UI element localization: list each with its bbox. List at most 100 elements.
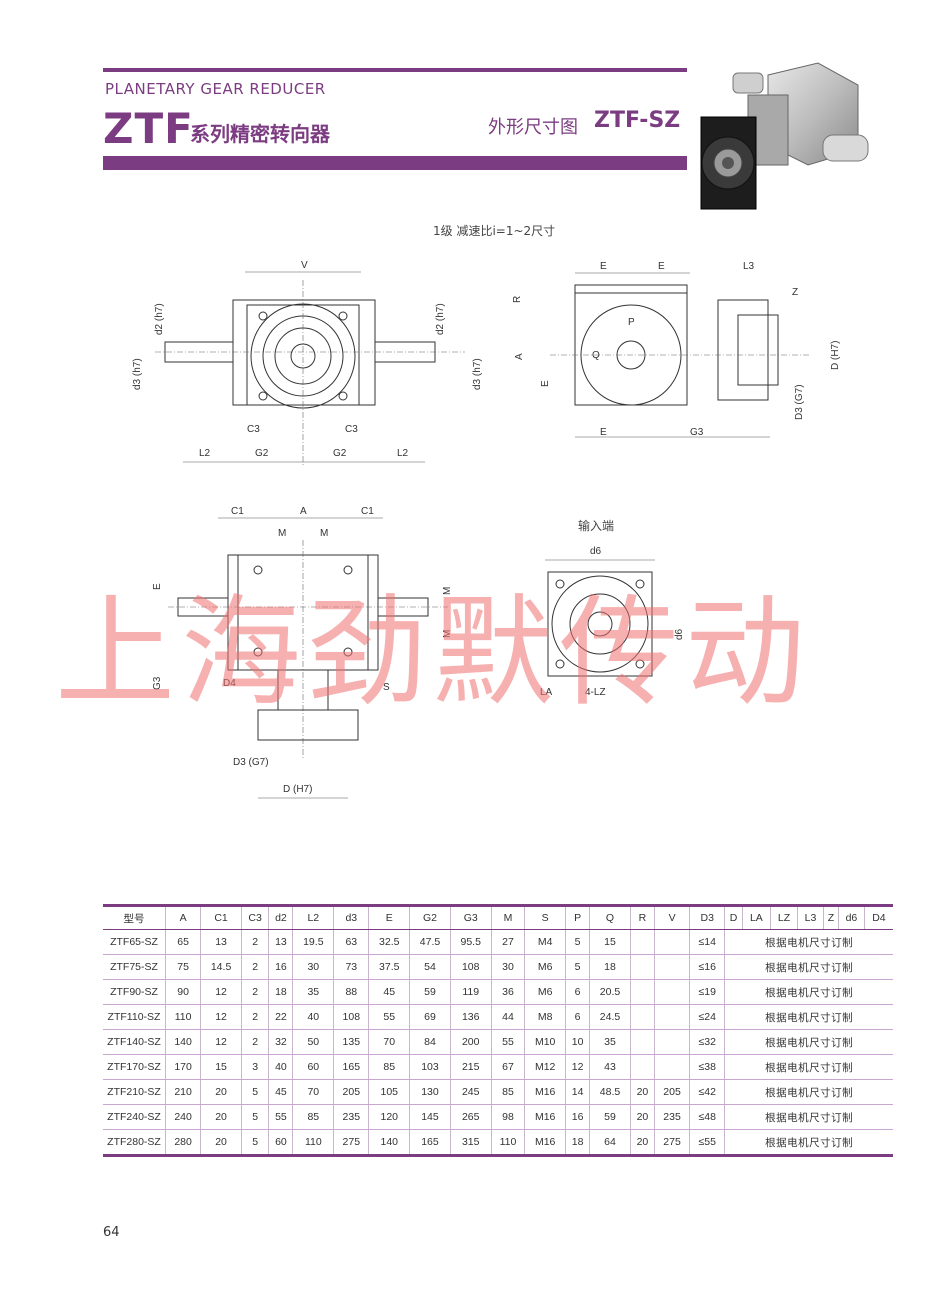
table-cell: 60 xyxy=(268,1129,293,1157)
svg-text:A: A xyxy=(300,506,307,517)
table-cell: 2 xyxy=(240,979,269,1005)
table-cell xyxy=(629,979,655,1005)
table-cell: 75 xyxy=(164,954,201,980)
table-cell: 90 xyxy=(164,979,201,1005)
table-cell: 235 xyxy=(333,1104,369,1130)
table-header-cell: A xyxy=(164,904,201,930)
table-cell: M6 xyxy=(524,979,566,1005)
table-header-cell: 型号 xyxy=(103,904,166,930)
series-chinese-title: 系列精密转向器 xyxy=(190,122,330,146)
table-cell: 14 xyxy=(565,1079,590,1105)
svg-text:D (H7): D (H7) xyxy=(283,784,312,795)
custom-size-note: 根据电机尺寸订制 xyxy=(724,1004,893,1030)
table-cell: 15 xyxy=(200,1054,242,1080)
table-cell: ZTF90-SZ xyxy=(103,979,166,1005)
table-cell: 36 xyxy=(490,979,525,1005)
svg-text:E: E xyxy=(540,380,551,387)
custom-size-note: 根据电机尺寸订制 xyxy=(724,979,893,1005)
table-cell: 10 xyxy=(565,1029,590,1055)
table-cell: M16 xyxy=(524,1104,566,1130)
table-cell: 85 xyxy=(368,1054,410,1080)
svg-text:4-LZ: 4-LZ xyxy=(585,687,606,698)
table-cell: ZTF170-SZ xyxy=(103,1054,166,1080)
table-cell xyxy=(629,954,655,980)
ratio-caption: 1级 减速比i=1~2尺寸 xyxy=(433,224,556,238)
svg-text:LA: LA xyxy=(540,687,553,698)
table-cell: 165 xyxy=(333,1054,369,1080)
table-cell: 170 xyxy=(164,1054,201,1080)
table-cell: 32 xyxy=(268,1029,293,1055)
table-cell: 205 xyxy=(653,1079,690,1105)
table-cell xyxy=(629,1054,655,1080)
table-cell: 5 xyxy=(240,1104,269,1130)
table-header-cell: Z xyxy=(822,904,839,930)
table-cell: 88 xyxy=(333,979,369,1005)
table-cell: 22 xyxy=(268,1004,293,1030)
table-cell: 13 xyxy=(268,929,293,955)
page-number: 64 xyxy=(103,1225,120,1240)
svg-text:Q: Q xyxy=(592,350,600,361)
table-cell: 50 xyxy=(292,1029,334,1055)
table-cell: 95.5 xyxy=(449,929,492,955)
table-cell: 13 xyxy=(200,929,242,955)
custom-size-note: 根据电机尺寸订制 xyxy=(724,1079,893,1105)
table-cell: 280 xyxy=(164,1129,201,1157)
table-cell: M8 xyxy=(524,1004,566,1030)
table-cell: 30 xyxy=(490,954,525,980)
table-header-cell: LA xyxy=(741,904,771,930)
table-cell: 110 xyxy=(164,1004,201,1030)
svg-text:C3: C3 xyxy=(247,424,260,435)
table-cell: 12 xyxy=(200,1004,242,1030)
table-cell: 12 xyxy=(565,1054,590,1080)
dimension-drawing-label: 外形尺寸图 xyxy=(488,117,578,138)
table-cell: 20.5 xyxy=(589,979,631,1005)
model-title: ZTF xyxy=(103,104,194,153)
table-cell: 48.5 xyxy=(589,1079,631,1105)
table-cell: 70 xyxy=(292,1079,334,1105)
table-cell: 315 xyxy=(449,1129,492,1157)
table-cell: 110 xyxy=(292,1129,334,1157)
table-header-cell: M xyxy=(490,904,525,930)
custom-size-note: 根据电机尺寸订制 xyxy=(724,1129,893,1157)
svg-text:d3 (h7): d3 (h7) xyxy=(472,358,483,390)
table-cell: 44 xyxy=(490,1004,525,1030)
svg-text:d6: d6 xyxy=(590,546,602,557)
table-cell: 65 xyxy=(164,929,201,955)
custom-size-note: 根据电机尺寸订制 xyxy=(724,954,893,980)
svg-text:E: E xyxy=(152,583,163,590)
svg-text:G2: G2 xyxy=(333,448,347,459)
custom-size-note: 根据电机尺寸订制 xyxy=(724,929,893,955)
table-header-cell: d6 xyxy=(838,904,865,930)
table-cell: 245 xyxy=(449,1079,492,1105)
table-cell: 35 xyxy=(292,979,334,1005)
table-cell: 45 xyxy=(368,979,410,1005)
svg-text:d3 (h7): d3 (h7) xyxy=(132,358,143,390)
watermark: 上海劲默传动 xyxy=(55,584,811,723)
table-cell: 32.5 xyxy=(368,929,410,955)
table-cell: 67 xyxy=(490,1054,525,1080)
table-cell: 70 xyxy=(368,1029,410,1055)
table-cell: 15 xyxy=(589,929,631,955)
table-cell xyxy=(629,1029,655,1055)
table-cell: 215 xyxy=(449,1054,492,1080)
svg-text:D4: D4 xyxy=(223,678,236,689)
table-cell: 59 xyxy=(409,979,451,1005)
svg-text:E: E xyxy=(658,261,665,272)
table-cell: 24.5 xyxy=(589,1004,631,1030)
svg-text:D3 (G7): D3 (G7) xyxy=(794,384,805,420)
table-cell: M16 xyxy=(524,1129,566,1157)
table-cell: M4 xyxy=(524,929,566,955)
table-header-cell: L3 xyxy=(797,904,824,930)
svg-text:S: S xyxy=(383,682,390,693)
table-cell: ≤42 xyxy=(689,1079,725,1105)
table-cell: 55 xyxy=(368,1004,410,1030)
table-header-cell: L2 xyxy=(292,904,334,930)
table-cell: 136 xyxy=(449,1004,492,1030)
